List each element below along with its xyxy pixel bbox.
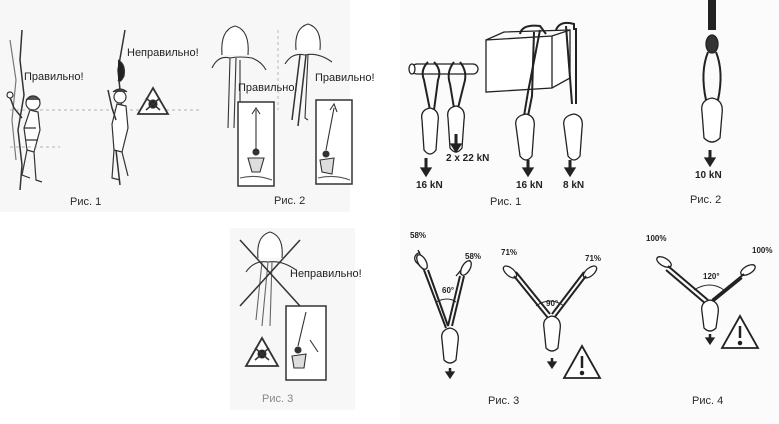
fig3-wrong-label: Неправильно!	[290, 268, 362, 280]
load-2x22kn: 2 x 22 kN	[446, 153, 490, 164]
fig2-correct-left-label: Правильно!	[238, 82, 298, 94]
fig3-right-pct-b: 71%	[585, 254, 602, 263]
fig1-right-caption: Рис. 1	[490, 196, 522, 208]
fig3-left-pct-b: 58%	[465, 252, 482, 261]
fig2-left-caption: Рис. 2	[274, 195, 306, 207]
load-16kn-b: 16 kN	[516, 180, 543, 191]
fig2-right-caption: Рис. 2	[690, 194, 722, 206]
fig3-left-pct-a: 58%	[410, 231, 427, 240]
fig1-wrong-label: Неправильно!	[127, 47, 199, 59]
fig4-caption: Рис. 4	[692, 395, 724, 407]
fig4-pct-b: 100%	[752, 246, 773, 255]
fig3-left-angle: 60°	[442, 286, 455, 295]
fig2-correct-right-label: Правильно!	[315, 72, 375, 84]
load-10kn: 10 kN	[695, 170, 722, 181]
fig3-right-pct-a: 71%	[501, 248, 518, 257]
fig1-left-caption: Рис. 1	[70, 196, 102, 208]
fig1-correct-label: Правильно!	[24, 71, 84, 83]
fig3-right-angle: 90°	[546, 299, 559, 308]
fig3-right-caption: Рис. 3	[488, 395, 520, 407]
fig4-angle: 120°	[703, 272, 720, 281]
load-8kn: 8 kN	[563, 180, 585, 191]
fig3-left-caption: Рис. 3	[262, 393, 294, 405]
fig4-pct-a: 100%	[646, 234, 667, 243]
load-16kn-a: 16 kN	[416, 180, 443, 191]
